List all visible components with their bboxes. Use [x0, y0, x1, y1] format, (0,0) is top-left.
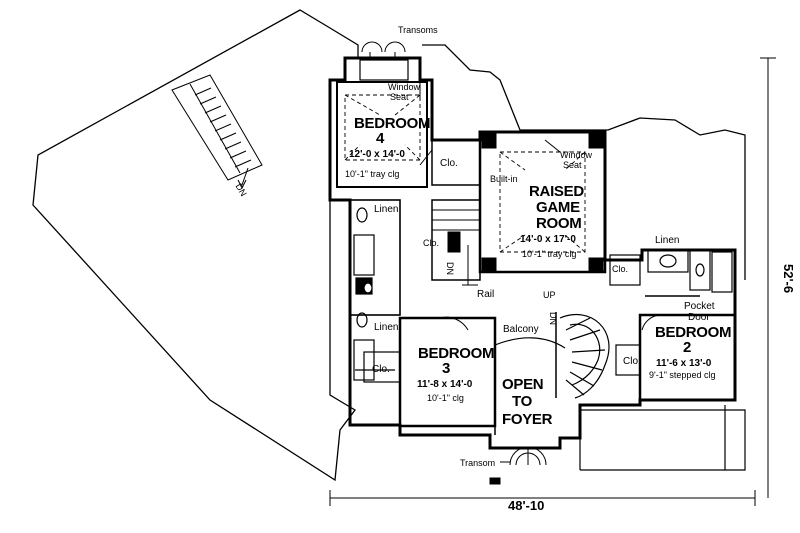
game-room-name-2: GAME	[536, 199, 580, 216]
bedroom4-details	[336, 41, 428, 188]
pocket-door-1: Pocket	[684, 301, 715, 312]
open-to-foyer-3: FOYER	[502, 411, 553, 428]
bedroom3-name: BEDROOM	[418, 345, 494, 362]
depth-dimension: 52'-6	[781, 264, 796, 293]
roof-outline	[32, 9, 746, 482]
entry-transom	[489, 446, 547, 485]
bedroom4-window-seat-2: Seat	[390, 92, 409, 102]
foyer-stair	[494, 312, 610, 435]
attic-dn-label: DN	[234, 182, 249, 198]
dimension-lines	[329, 57, 776, 506]
bedroom3-closet-label: Clo.	[372, 364, 390, 375]
stair-closet-label: Clo.	[423, 238, 439, 248]
left-bath-block	[349, 199, 401, 381]
stair-dn-label: DN	[445, 262, 455, 275]
bedroom3-ceiling: 10'-1" clg	[427, 393, 464, 403]
linen-label-2: Linen	[374, 322, 398, 333]
bedroom4-number: 4	[376, 130, 385, 147]
bedroom2-number: 2	[683, 339, 691, 356]
bedroom2-name: BEDROOM	[655, 324, 731, 341]
hall-closet-label: Clo.	[612, 264, 628, 274]
bedroom2-ceiling: 9'-1" stepped clg	[649, 370, 715, 380]
game-room-size: 14'-0 x 17'-0	[520, 234, 576, 245]
open-to-foyer-2: TO	[512, 393, 533, 410]
transoms-label: Transoms	[398, 25, 438, 35]
bedroom4-size: 12'-0 x 14'-0	[349, 149, 405, 160]
open-to-foyer-1: OPEN	[502, 376, 543, 393]
game-room-ceiling: 10'-1" tray clg	[522, 249, 576, 259]
bedroom2-closet-label: Clo.	[623, 356, 641, 367]
bedroom2-size: 11'-6 x 13'-0	[656, 358, 712, 369]
linen-label-3: Linen	[655, 235, 679, 246]
hall-stair	[431, 199, 481, 286]
attic-stair	[171, 74, 263, 190]
bedroom4-ceiling: 10'-1" tray clg	[345, 169, 399, 179]
game-room-details	[478, 130, 607, 274]
bedroom4-name: BEDROOM	[354, 115, 430, 132]
game-room-window-seat-1: Window	[560, 150, 593, 160]
up-label: UP	[543, 290, 556, 300]
game-room-name-1: RAISED	[529, 183, 584, 200]
built-in-label: Built-in	[490, 174, 518, 184]
width-dimension: 48'-10	[508, 498, 544, 513]
lower-right-roof	[579, 405, 746, 471]
bedroom4-window-seat-1: Window	[388, 82, 421, 92]
bedroom2-details	[615, 313, 737, 402]
rail-label: Rail	[477, 289, 494, 300]
balcony-label: Balcony	[503, 324, 539, 335]
right-hall-block	[609, 249, 733, 297]
bedroom3-number: 3	[442, 360, 450, 377]
game-room-window-seat-2: Seat	[563, 160, 582, 170]
bedroom3-size: 11'-8 x 14'-0	[417, 379, 473, 390]
game-room-name-3: ROOM	[536, 215, 581, 232]
pocket-door-2: Door	[688, 312, 710, 323]
transom-label: Transom	[460, 458, 495, 468]
linen-label-1: Linen	[374, 204, 398, 215]
main-dn-label: DN	[548, 312, 558, 325]
bedroom4-closet-label: Clo.	[440, 158, 458, 169]
